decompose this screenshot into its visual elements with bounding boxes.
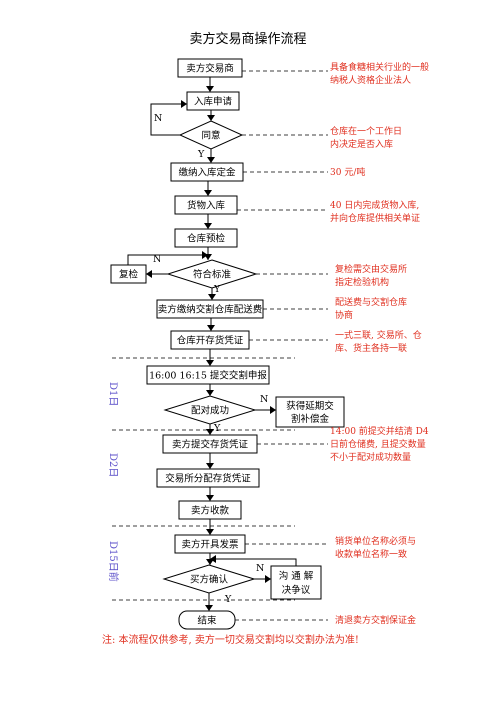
note-reinspect-2: 指定检验机构 [335,276,389,288]
match-yes-label: Y [213,423,221,434]
page-title: 卖方交易商操作流程 [189,31,306,47]
node-meets-standard-label: 符合标准 [193,269,232,281]
note-submit-1: 14:00 前提交并结清 D4 [330,425,429,437]
node-pre-inspect [174,228,238,248]
node-goods-in [174,195,238,215]
node-pre-inspect-label: 仓库预检 [187,233,226,245]
node-negotiate-label-1: 沟 通 解 [279,570,314,582]
node-buyer-confirm-label: 买方确认 [190,574,229,586]
node-receipt-label: 仓库开存货凭证 [177,335,244,347]
node-compensation [275,396,345,428]
node-reinspect-label: 复检 [119,269,139,281]
note-fee-2: 协商 [335,309,353,321]
node-seller-label: 卖方交易商 [186,63,234,75]
phase-label-d1: D1日 [107,382,118,406]
node-pay-deposit-label: 缴纳入库定金 [178,167,236,179]
note-invoice-2: 收款单位名称一致 [335,548,407,560]
phase-label-d15: D15日前 [107,541,120,582]
agree-yes-label: Y [197,149,205,160]
confirm-no-label: N [256,563,264,574]
note-decision-2: 内决定是否入库 [330,138,393,150]
footnote: 注: 本流程仅供参考, 卖方一切交易交割均以交割办法为准! [102,633,359,646]
note-qualification-1: 具备食糖相关行业的一般 [330,61,429,73]
note-receipt-2: 库、货主各持一联 [335,342,407,354]
node-negotiate [270,565,322,600]
note-deposit: 30 元/吨 [330,166,365,178]
node-goods-in-label: 货物入库 [187,200,226,212]
note-invoice-1: 销货单位名称必须与 [335,535,416,547]
match-no-label: N [260,394,268,405]
node-agree-label: 同意 [201,130,220,142]
note-reinspect-1: 复检需交由交易所 [335,263,407,275]
node-submit-declaration-label: 16:00 16:15 提交交割申报 [149,370,267,382]
note-qualification-2: 纳税人资格企业法人 [330,74,411,86]
node-allocate-receipt-label: 交易所分配存货凭证 [165,473,251,485]
note-receipt-1: 一式三联, 交易所、仓 [335,329,422,341]
confirm-yes-label: Y [224,594,232,605]
note-submit-2: 日前仓储费, 且提交数量 [330,438,426,450]
node-apply-label: 入库申请 [194,96,233,108]
node-submit-declaration [146,365,270,385]
node-pay-delivery-fee-label: 卖方缴纳交割仓库配送费 [158,304,263,316]
note-submit-3: 不小于配对成功数量 [330,451,411,463]
node-submit-receipt-label: 卖方提交存货凭证 [172,439,249,451]
standard-yes-label: Y [213,284,221,295]
node-collect-payment-label: 卖方收款 [191,505,230,517]
node-issue-invoice-label: 卖方开具发票 [181,539,239,551]
note-decision-1: 仓库在一个工作日 [330,125,402,137]
node-allocate-receipt [156,468,260,488]
agree-no-label: N [154,113,162,124]
node-apply [186,91,240,111]
node-end-label: 结束 [197,615,217,627]
note-fee-1: 配送费与交割仓库 [335,296,407,308]
phase-label-d2: D2日 [107,453,118,477]
node-compensation-label-1: 获得延期交 [286,400,334,412]
node-negotiate-label-2: 决争议 [282,584,311,596]
standard-no-label: N [153,254,161,265]
note-goods-in-2: 并向仓库提供相关单证 [330,212,420,224]
note-goods-in-1: 40 日内完成货物入库, [330,199,419,211]
node-compensation-label-2: 割补偿金 [291,413,330,425]
node-match-success-label: 配对成功 [191,405,229,417]
note-end: 清退卖方交割保证金 [335,614,416,626]
